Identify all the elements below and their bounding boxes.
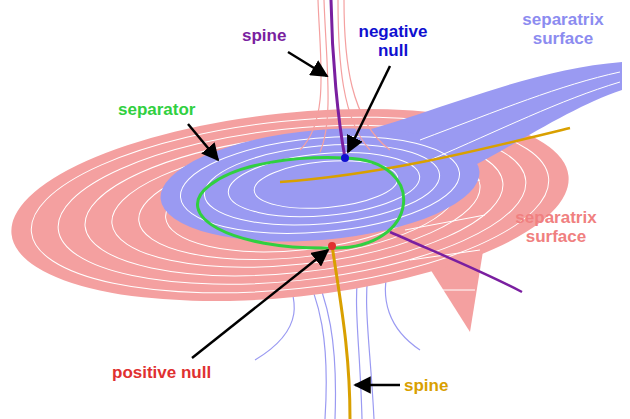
top-spine <box>331 0 345 158</box>
separator-label: separator <box>118 100 218 119</box>
null-label: negative null <box>352 22 434 60</box>
spine-label: spine <box>242 26 302 45</box>
null-label: positive null <box>112 363 262 382</box>
blue-separatrix-surface <box>156 62 622 254</box>
surface-label: separatrix surface <box>508 10 618 48</box>
separator-line <box>197 158 403 248</box>
positive-null-dot <box>328 242 336 250</box>
leader-arrows <box>188 52 400 385</box>
bottom-spine <box>332 245 350 419</box>
spine-trace <box>390 232 522 292</box>
negative-null-dot <box>341 154 349 162</box>
spine-label: spine <box>404 376 464 395</box>
surface-label: separatrix surface <box>500 208 612 246</box>
